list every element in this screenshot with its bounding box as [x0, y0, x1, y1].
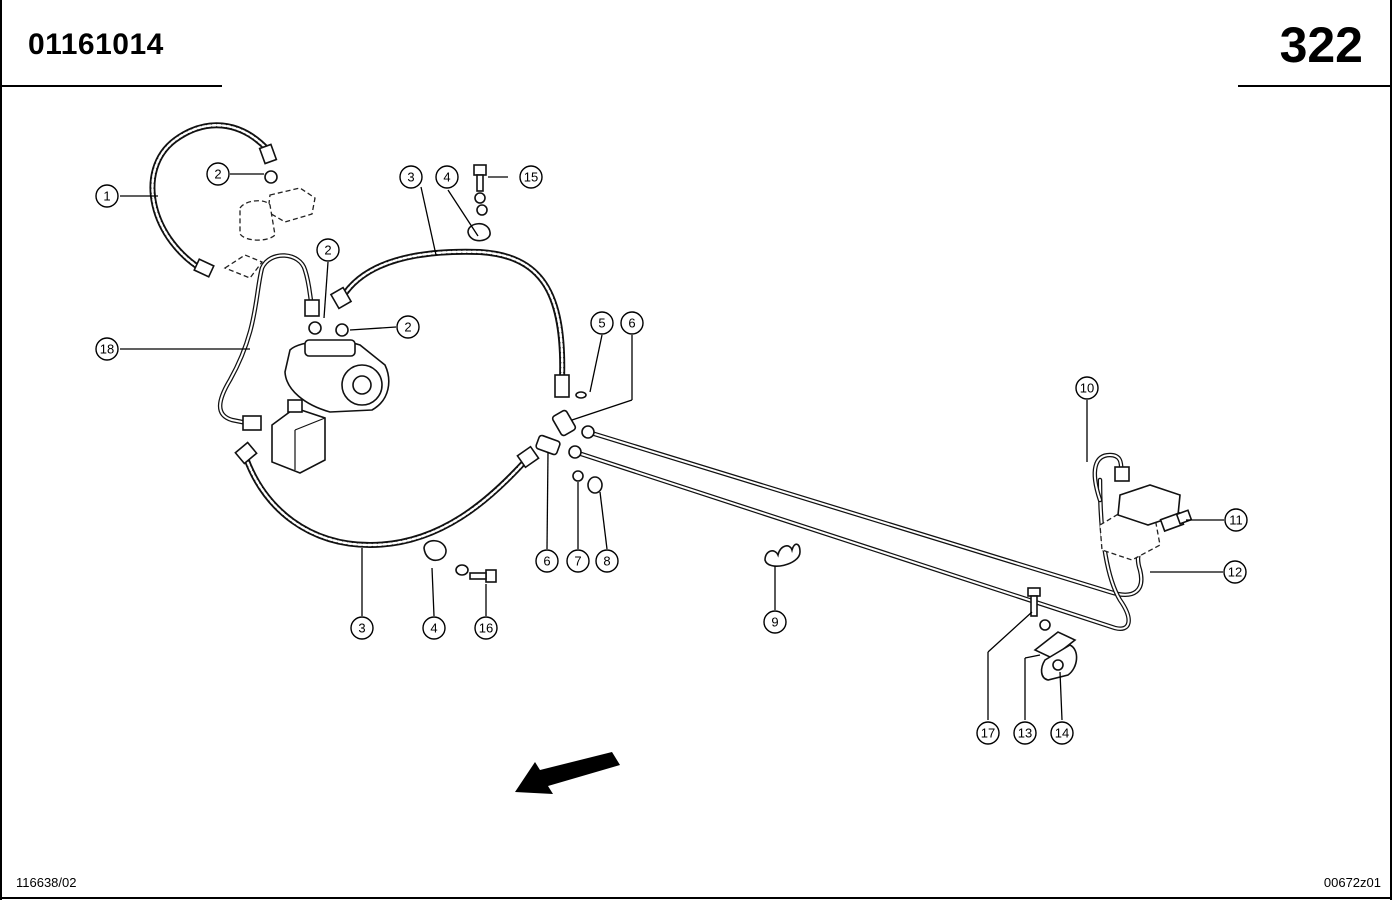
pipe-nut-upper: [581, 425, 595, 439]
bolt-17: [1027, 587, 1051, 631]
svg-text:17: 17: [981, 726, 995, 741]
callout-2-mid: 2: [316, 238, 340, 262]
callout-6-upper: 6: [620, 311, 644, 335]
callout-8: 8: [595, 549, 619, 573]
pipe-nut-lower: [568, 445, 582, 459]
callout-1: 1: [95, 184, 119, 208]
svg-text:11: 11: [1229, 513, 1243, 528]
svg-text:4: 4: [443, 170, 450, 185]
callout-18: 18: [95, 337, 119, 361]
clamp-bracket-13-14: [1033, 631, 1078, 681]
svg-text:14: 14: [1055, 726, 1069, 741]
callout-13: 13: [1013, 721, 1037, 745]
callout-6-lower: 6: [535, 549, 559, 573]
svg-text:6: 6: [628, 316, 635, 331]
svg-text:1: 1: [103, 189, 110, 204]
leader-lines: [120, 173, 1224, 721]
svg-text:16: 16: [479, 621, 493, 636]
pipe-10: [1092, 452, 1130, 503]
callout-17: 17: [976, 721, 1000, 745]
clamp-4-lower: [423, 539, 469, 576]
callout-9: 9: [763, 610, 787, 634]
callout-12: 12: [1223, 560, 1247, 584]
callout-16: 16: [474, 616, 498, 640]
svg-text:2: 2: [214, 167, 221, 182]
hose-1: [149, 122, 278, 278]
callout-7: 7: [566, 549, 590, 573]
nut-2-top: [264, 170, 278, 184]
svg-text:10: 10: [1080, 381, 1094, 396]
valve-block: [271, 399, 326, 474]
footer-left-code: 116638/02: [16, 875, 77, 890]
callout-3-upper: 3: [399, 165, 423, 189]
svg-text:3: 3: [407, 170, 414, 185]
callout-5: 5: [590, 311, 614, 335]
bolt-16: [469, 569, 497, 583]
cap-8: [587, 476, 603, 494]
hose-3-lower: [234, 441, 540, 549]
direction-arrow-icon: [515, 752, 620, 794]
pipe-18: [217, 253, 320, 431]
svg-text:4: 4: [430, 621, 437, 636]
steering-unit: [284, 339, 390, 413]
elbow-fitting-6-upper: [551, 409, 577, 437]
svg-text:12: 12: [1228, 565, 1242, 580]
callout-14: 14: [1050, 721, 1074, 745]
clamp-4-upper: [467, 192, 491, 242]
pipe-long-upper: [585, 429, 1155, 597]
svg-text:6: 6: [543, 554, 550, 569]
mount-bracket-left: [223, 254, 264, 279]
svg-text:2: 2: [324, 243, 331, 258]
nut-7: [572, 470, 584, 482]
page-number: 322: [1279, 17, 1363, 73]
hose-3-upper: [329, 248, 570, 398]
callout-4-lower: 4: [422, 616, 446, 640]
bolt-15: [473, 164, 487, 192]
seal-ring-5: [575, 391, 587, 399]
svg-text:15: 15: [524, 170, 538, 185]
svg-text:7: 7: [574, 554, 581, 569]
svg-text:2: 2: [404, 320, 411, 335]
callout-3-lower: 3: [350, 616, 374, 640]
document-number: 01161014: [28, 28, 164, 61]
mount-housing-top: [239, 200, 276, 241]
mount-block-top: [267, 187, 316, 223]
callout-11: 11: [1224, 508, 1248, 532]
elbow-fitting-6-lower: [535, 434, 561, 456]
callout-10: 10: [1075, 376, 1099, 400]
svg-text:9: 9: [771, 615, 778, 630]
svg-text:5: 5: [598, 316, 605, 331]
callout-15: 15: [519, 165, 543, 189]
callout-4-upper: 4: [435, 165, 459, 189]
pipe-long-lower: [572, 449, 1131, 631]
callout-2-top: 2: [206, 162, 230, 186]
svg-text:8: 8: [603, 554, 610, 569]
nut-2-right: [335, 323, 349, 337]
svg-text:3: 3: [358, 621, 365, 636]
footer-right-code: 00672z01: [1323, 875, 1381, 890]
valve-right: [1099, 484, 1193, 561]
nut-2-mid: [308, 321, 322, 335]
svg-text:18: 18: [100, 342, 114, 357]
callout-2-right: 2: [396, 315, 420, 339]
svg-text:13: 13: [1018, 726, 1032, 741]
spring-9: [764, 543, 801, 567]
